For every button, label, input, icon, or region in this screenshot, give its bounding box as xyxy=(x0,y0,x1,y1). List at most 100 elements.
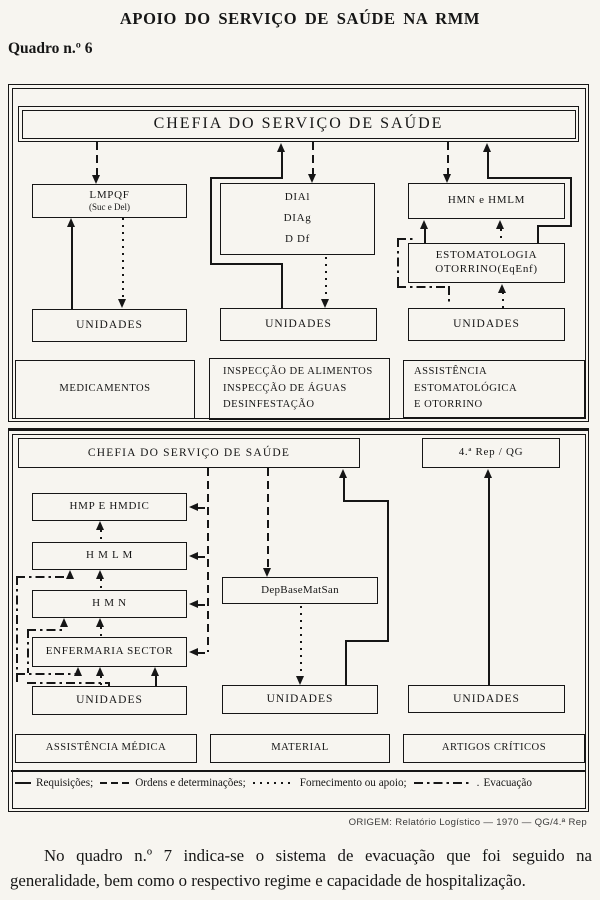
arrowhead-left xyxy=(189,600,198,608)
label-box-assistencia-medica: ASSISTÊNCIA MÉDICA xyxy=(15,734,197,763)
connector-requisition xyxy=(424,228,426,243)
arrowhead-up xyxy=(74,667,82,676)
connector-requisition xyxy=(210,177,212,263)
arrowhead-left xyxy=(189,503,198,511)
bottom-header-box: CHEFIA DO SERVIÇO DE SAÚDE xyxy=(18,438,360,468)
connector-requisition xyxy=(281,151,283,177)
connector-evacuation xyxy=(16,576,70,578)
connector-requisition xyxy=(387,500,389,640)
arrowhead-up xyxy=(483,143,491,152)
legend-label: Fornecimento ou apoio; xyxy=(299,777,407,789)
arrowhead-down xyxy=(321,299,329,308)
arrowhead-up xyxy=(339,469,347,478)
connector-orders xyxy=(197,652,208,654)
arrowhead-left xyxy=(189,552,198,560)
arrowhead-down xyxy=(92,175,100,184)
hmn-hmlm-box: HMN e HMLM xyxy=(408,183,565,219)
legend-label: Evacuação xyxy=(483,777,532,789)
connector-orders xyxy=(197,507,208,509)
connector-requisition xyxy=(345,640,347,685)
legend-label: Requisições; xyxy=(36,777,94,789)
hmp-hmdic-box: HMP E HMDIC xyxy=(32,493,187,521)
depbasematsan-box: DepBaseMatSan xyxy=(222,577,378,604)
bottom-chart-frame xyxy=(8,428,589,812)
connector-supply xyxy=(122,218,124,299)
estomatologia-line-2: OTORRINO(EqEnf) xyxy=(435,263,538,275)
top-chart-frame xyxy=(8,84,589,422)
bottom-chart-frame-inner xyxy=(11,433,586,809)
legend: Requisições; Ordens e determinações; For… xyxy=(15,777,587,789)
connector-supply xyxy=(300,606,302,677)
arrowhead-up xyxy=(67,218,75,227)
connector-requisition xyxy=(210,263,283,265)
inspeccao-line-1: INSPECÇÃO DE ALIMENTOS xyxy=(223,366,373,378)
arrowhead-left xyxy=(189,648,198,656)
estomatologia-line-1: ESTOMATOLOGIA xyxy=(435,249,538,262)
connector-evacuation xyxy=(27,629,29,673)
connector-requisition xyxy=(281,263,283,308)
assistencia-line-2: E OTORRINO xyxy=(414,399,483,411)
connector-supply xyxy=(100,579,102,590)
connector-evacuation xyxy=(108,682,110,686)
label-box-assistencia-estomatologica: ASSISTÊNCIA ESTOMATOLÓGICA E OTORRINO xyxy=(403,360,585,418)
connector-evacuation xyxy=(27,629,64,631)
estomatologia-box: ESTOMATOLOGIA OTORRINO(EqEnf) xyxy=(408,243,565,283)
connector-orders xyxy=(197,556,208,558)
lmpqf-box: LMPQF (Suc e Del) xyxy=(32,184,187,218)
units-label: UNIDADES xyxy=(265,318,332,331)
enfermaria-sector-box: ENFERMARIA SECTOR xyxy=(32,637,187,667)
connector-orders xyxy=(96,142,98,176)
connector-requisition xyxy=(487,151,489,177)
legend-item-evacuation: . Evacuação xyxy=(407,777,532,789)
connector-requisition xyxy=(345,640,389,642)
arrowhead-down xyxy=(118,299,126,308)
connector-evacuation xyxy=(16,673,78,675)
connector-evacuation xyxy=(397,238,413,240)
units-box-top-right: UNIDADES xyxy=(408,308,565,341)
legend-separator xyxy=(11,770,586,772)
connector-supply xyxy=(325,257,327,300)
dia-line-3: D Df xyxy=(284,233,311,246)
hmp-hmdic-label: HMP E HMDIC xyxy=(69,500,150,513)
figure-label: Quadro n.º 6 xyxy=(8,40,93,57)
assistencia-line-1: ASSISTÊNCIA ESTOMATOLÓGICA xyxy=(414,366,518,394)
arrowhead-up xyxy=(420,220,428,229)
hmn-label: H M N xyxy=(92,597,127,610)
label-box-medicamentos: MEDICAMENTOS xyxy=(15,360,195,419)
connector-supply xyxy=(100,627,102,637)
assistencia-medica-label: ASSISTÊNCIA MÉDICA xyxy=(45,742,167,754)
connector-orders xyxy=(267,468,269,569)
connector-orders xyxy=(207,468,209,652)
arrowhead-up xyxy=(96,667,104,676)
connector-requisition xyxy=(210,177,283,179)
connector-requisition xyxy=(343,477,345,500)
legend-item-requisitions: Requisições; xyxy=(15,777,93,789)
legend-item-supply: Fornecimento ou apoio; xyxy=(246,777,407,789)
dia-box: DIAl DIAg D Df xyxy=(220,183,375,255)
units-box-bottom-mid: UNIDADES xyxy=(222,685,378,714)
medicamentos-label: MEDICAMENTOS xyxy=(59,383,151,395)
connector-supply xyxy=(100,530,102,542)
arrowhead-down xyxy=(263,568,271,577)
label-box-inspeccao: INSPECÇÃO DE ALIMENTOS INSPECÇÃO DE ÁGUA… xyxy=(209,358,390,420)
connector-requisition xyxy=(155,675,157,686)
inspeccao-line-2: INSPECÇÃO DE ÁGUAS xyxy=(223,382,347,394)
lmpqf-sublabel: (Suc e Del) xyxy=(89,202,130,213)
connector-orders xyxy=(197,604,208,606)
top-header-box: CHEFIA DO SERVIÇO DE SAÚDE xyxy=(18,106,579,142)
arrowhead-up xyxy=(277,143,285,152)
rep-qg-box: 4.ª Rep / QG xyxy=(422,438,560,468)
arrowhead-up xyxy=(96,570,104,579)
artigos-criticos-label: ARTIGOS CRÍTICOS xyxy=(441,742,547,754)
connector-supply xyxy=(500,229,502,243)
connector-requisition xyxy=(487,177,572,179)
connector-requisition xyxy=(488,477,490,685)
units-label: UNIDADES xyxy=(76,319,143,332)
arrowhead-up xyxy=(66,570,74,579)
depbasematsan-label: DepBaseMatSan xyxy=(261,583,339,596)
arrowhead-up xyxy=(96,618,104,627)
inspeccao-line-3: DESINFESTAÇÃO xyxy=(223,399,315,411)
arrowhead-up xyxy=(60,618,68,627)
units-box-top-left: UNIDADES xyxy=(32,309,187,342)
arrowhead-up xyxy=(484,469,492,478)
